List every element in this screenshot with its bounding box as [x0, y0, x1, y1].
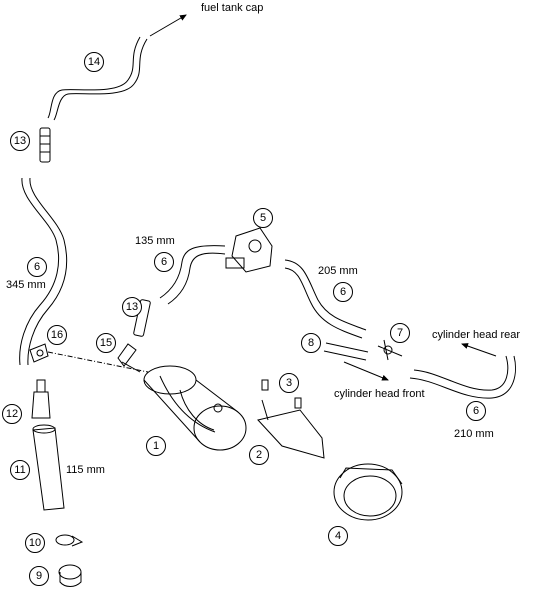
cylinder-head-rear-arrow [461, 343, 497, 357]
label-115mm: 115 mm [66, 464, 105, 476]
clamp-4 [333, 463, 403, 521]
callout-6-rear: 6 [466, 401, 486, 421]
label-205mm: 205 mm [318, 265, 358, 277]
callout-15: 15 [96, 333, 116, 353]
hose-8 [323, 342, 369, 361]
callout-13-middle: 13 [122, 297, 142, 317]
callout-6-center: 6 [154, 252, 174, 272]
hose-14 [47, 36, 148, 121]
label-135mm: 135 mm [135, 235, 175, 247]
cylinder-head-front-arrow [343, 361, 389, 381]
label-345mm: 345 mm [6, 279, 46, 291]
fitting-13-middle [133, 299, 151, 337]
callout-6-right: 6 [333, 282, 353, 302]
callout-12: 12 [2, 404, 22, 424]
callout-16: 16 [47, 325, 67, 345]
label-fuel-tank-cap: fuel tank cap [201, 2, 264, 14]
callout-2: 2 [249, 445, 269, 465]
fuel-tank-cap-arrow [149, 14, 187, 37]
callout-1: 1 [146, 436, 166, 456]
clamp-10 [55, 534, 84, 547]
callout-7: 7 [390, 323, 410, 343]
callout-9: 9 [29, 566, 49, 586]
cap-9 [58, 564, 82, 587]
tee-7 [377, 339, 403, 361]
valve-12 [31, 379, 51, 419]
dash-line-canister [47, 351, 149, 373]
callout-10: 10 [25, 533, 45, 553]
hose-6-210 [409, 355, 516, 399]
canister-1 [143, 365, 247, 451]
label-cylinder-head-front: cylinder head front [334, 388, 425, 400]
hose-6-205 [284, 259, 367, 339]
callout-5: 5 [253, 208, 273, 228]
elbow-16 [29, 343, 49, 363]
hose-6-135 [159, 245, 226, 305]
callout-8: 8 [301, 333, 321, 353]
hose-11 [32, 424, 65, 511]
label-210mm: 210 mm [454, 428, 494, 440]
bracket-2 [257, 399, 325, 459]
callout-4: 4 [328, 526, 348, 546]
screws-3 [261, 379, 302, 409]
fitting-13-upper [39, 127, 51, 163]
callout-11: 11 [10, 460, 30, 480]
valve-5 [225, 227, 273, 273]
hose-6-345 [19, 177, 68, 366]
callout-14: 14 [84, 52, 104, 72]
label-cylinder-head-rear: cylinder head rear [432, 329, 521, 341]
elbow-15 [117, 343, 141, 373]
callout-13-upper: 13 [10, 131, 30, 151]
callout-6-left: 6 [27, 257, 47, 277]
callout-3: 3 [279, 373, 299, 393]
